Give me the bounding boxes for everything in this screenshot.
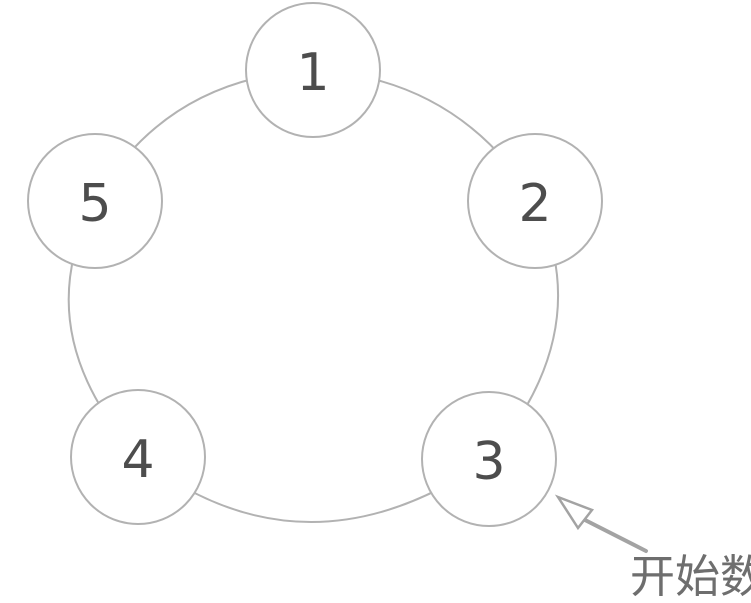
node-2-circle: [467, 133, 603, 269]
start-arrow: [554, 494, 648, 553]
node-2-label: 2: [518, 174, 551, 234]
node-4-label: 4: [121, 430, 154, 490]
node-2: 2: [467, 133, 603, 269]
node-1-circle: [245, 2, 381, 138]
node-3-circle: [421, 391, 557, 527]
node-1: 1: [245, 2, 381, 138]
node-5: 5: [27, 133, 163, 269]
node-5-circle: [27, 133, 163, 269]
node-5-label: 5: [78, 174, 111, 234]
node-4: 4: [70, 389, 206, 525]
node-3-label: 3: [472, 432, 505, 492]
annotation-label: 开始数: [630, 550, 751, 603]
node-4-circle: [70, 389, 206, 525]
node-3: 3: [421, 391, 557, 527]
node-1-label: 1: [296, 43, 329, 103]
arrow-head-icon: [554, 494, 595, 531]
arrow-shaft: [583, 518, 648, 553]
